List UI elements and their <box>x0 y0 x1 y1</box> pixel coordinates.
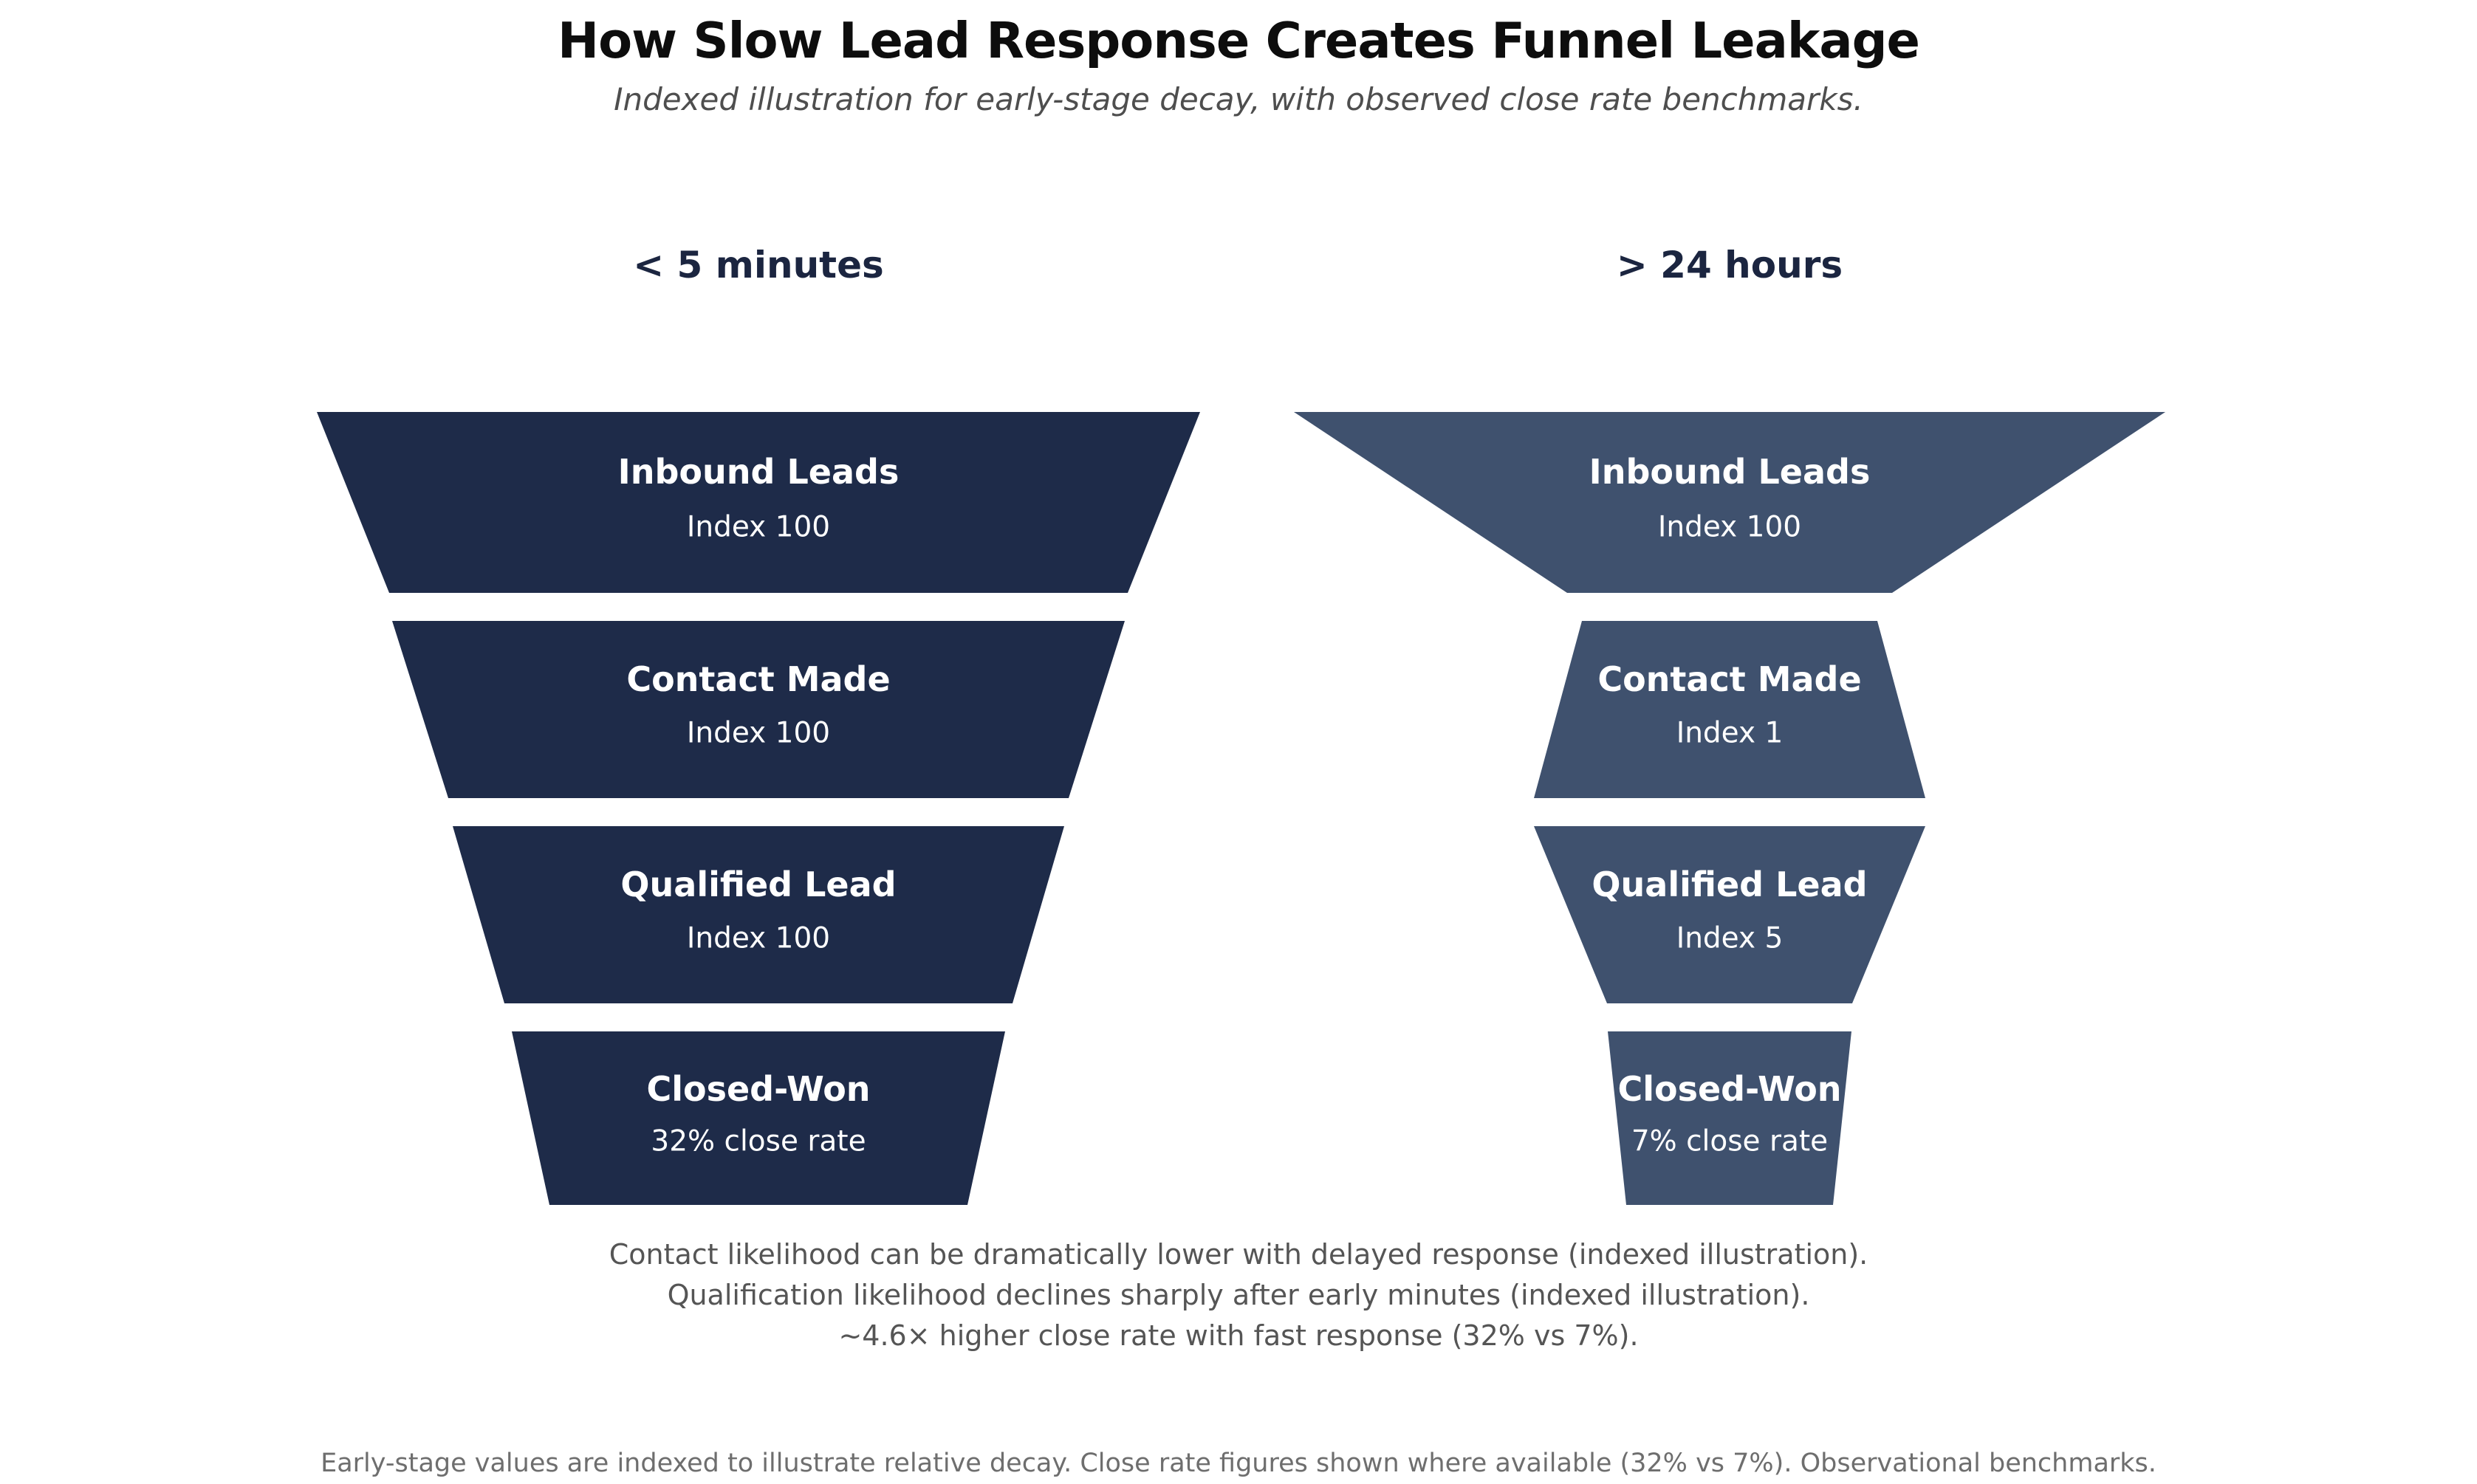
footnote: Early-stage values are indexed to illust… <box>321 1449 2156 1478</box>
funnel-slow-stage-0-value: Index 100 <box>1658 511 1801 544</box>
funnel-fast-stage-1-label: Contact Made <box>626 659 890 699</box>
funnel-slow-stage-0-label: Inbound Leads <box>1589 452 1871 492</box>
funnel-slow-stage-0-shape <box>1294 412 2165 593</box>
funnel-fast-stage-2-value: Index 100 <box>687 922 830 955</box>
funnel-slow-stage-1-value: Index 1 <box>1676 717 1784 750</box>
funnel-fast-stage-0-value: Index 100 <box>687 511 830 544</box>
funnel-fast-stage-0-label: Inbound Leads <box>618 452 900 492</box>
chart-subtitle: Indexed illustration for early-stage dec… <box>614 81 1863 117</box>
funnel-slow-stage-2-shape <box>1534 826 1925 1003</box>
funnel-fast-stage-1-value: Index 100 <box>687 717 830 750</box>
funnel-fast-stage-3-shape <box>512 1031 1005 1205</box>
funnel-slow-stage-1-label: Contact Made <box>1597 659 1861 699</box>
annotation-line-qualification: Qualification likelihood declines sharpl… <box>667 1279 1810 1311</box>
funnel-slow-stage-2-value: Index 5 <box>1676 922 1784 955</box>
funnel-slow-stage-2-label: Qualified Lead <box>1592 865 1867 904</box>
funnel-slow-stage-3-value: 7% close rate <box>1631 1125 1828 1158</box>
funnel-fast-stage-2-shape <box>453 826 1064 1003</box>
funnel-fast-stage-3-label: Closed-Won <box>646 1069 870 1109</box>
funnel-fast-stage-3-value: 32% close rate <box>651 1125 866 1158</box>
funnel-column-header-fast: < 5 minutes <box>633 244 884 286</box>
funnel-column-header-slow: > 24 hours <box>1616 244 1843 286</box>
chart-title: How Slow Lead Response Creates Funnel Le… <box>558 12 1920 69</box>
funnel-slow-stage-1-shape <box>1534 621 1925 798</box>
funnel-fast-stage-2-label: Qualified Lead <box>620 865 896 904</box>
annotation-line-contact: Contact likelihood can be dramatically l… <box>609 1238 1868 1271</box>
annotation-line-close-rate: ~4.6× higher close rate with fast respon… <box>838 1319 1639 1352</box>
funnel-fast-stage-1-shape <box>392 621 1125 798</box>
funnel-slow-stage-3-shape <box>1608 1031 1851 1205</box>
annotation-block: Contact likelihood can be dramatically l… <box>0 1234 2477 1356</box>
funnel-slow-stage-3-label: Closed-Won <box>1617 1069 1841 1109</box>
funnel-fast-stage-0-shape <box>317 412 1200 593</box>
